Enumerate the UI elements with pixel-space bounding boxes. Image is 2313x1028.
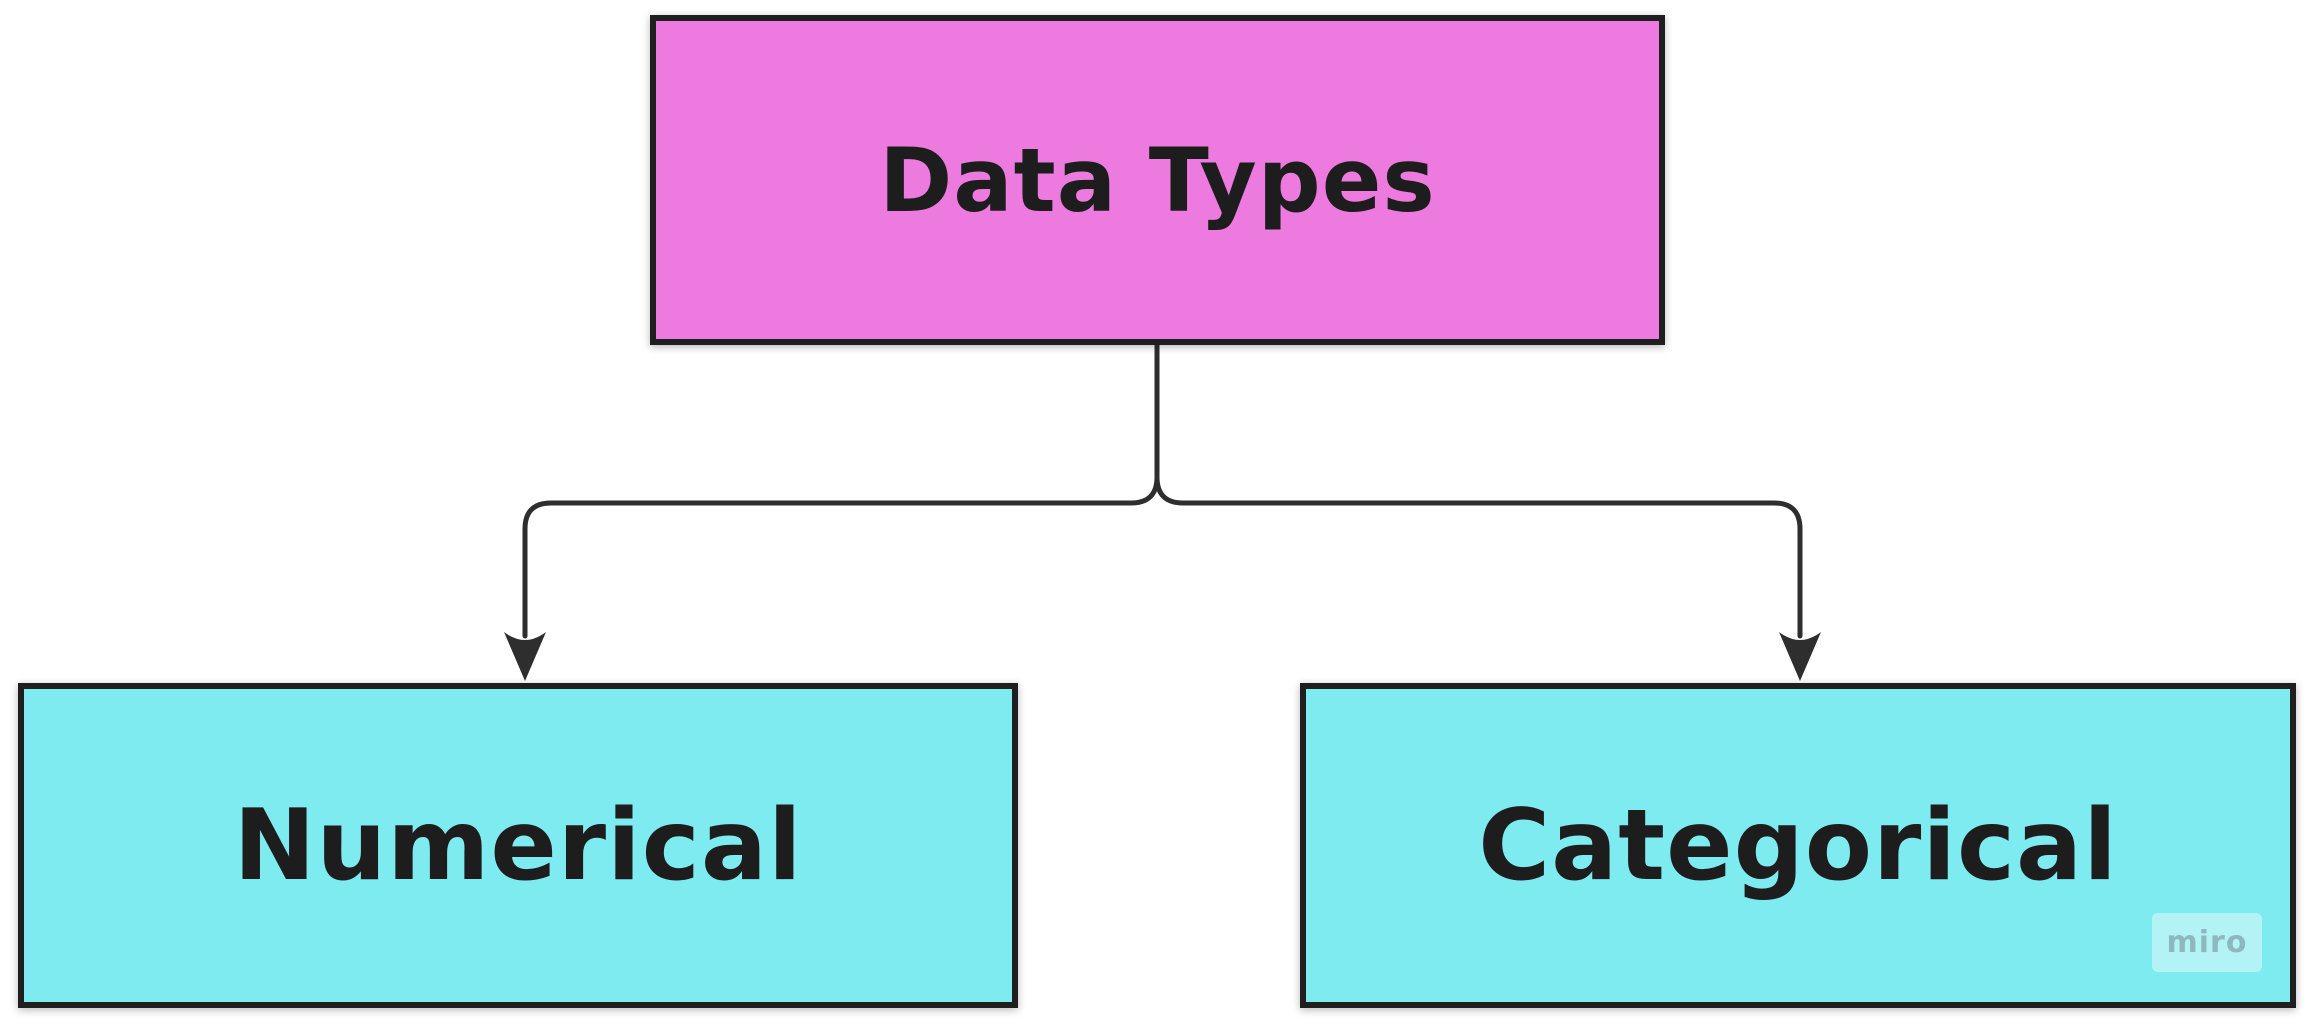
node-numerical[interactable]: Numerical <box>18 683 1018 1008</box>
node-categorical[interactable]: Categorical <box>1300 683 2296 1008</box>
arrowhead-right-icon <box>1779 632 1821 681</box>
node-categorical-label: Categorical <box>1478 788 2118 903</box>
connector-root-to-categorical[interactable] <box>1154 342 1821 681</box>
node-numerical-label: Numerical <box>233 788 803 903</box>
node-data-types[interactable]: Data Types <box>650 15 1665 345</box>
connector-root-to-numerical[interactable] <box>504 342 1160 681</box>
arrowhead-left-icon <box>504 632 546 681</box>
miro-watermark: miro <box>2152 913 2262 972</box>
miro-watermark-label: miro <box>2166 925 2248 960</box>
node-data-types-label: Data Types <box>879 128 1436 232</box>
